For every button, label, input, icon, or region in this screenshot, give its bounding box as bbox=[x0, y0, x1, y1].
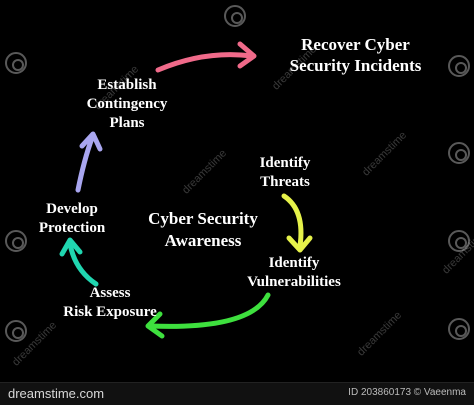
arrow-vulnerabilities-to-assess bbox=[147, 292, 271, 329]
node-identify-threats: Identify Threats bbox=[240, 154, 330, 192]
footer-image-id: ID 203860173 © Vaeenma bbox=[348, 387, 466, 398]
node-establish-plans: Establish Contingency Plans bbox=[74, 76, 180, 133]
node-label-line: Identify bbox=[259, 155, 311, 171]
node-label-line: Recover Cyber bbox=[301, 35, 410, 54]
node-label-line: Threats bbox=[260, 174, 310, 190]
watermark-spiral-icon bbox=[5, 320, 27, 342]
center-label: Cyber Security Awareness bbox=[128, 208, 278, 252]
watermark-spiral-icon bbox=[448, 230, 470, 252]
node-label-line: Develop bbox=[46, 201, 98, 217]
node-recover: Recover Cyber Security Incidents bbox=[268, 34, 443, 76]
node-label-line: Identify bbox=[268, 255, 320, 271]
node-assess-risk: Assess Risk Exposure bbox=[52, 284, 168, 322]
watermark-footer: dreamstime.com ID 203860173 © Vaeenma bbox=[0, 382, 474, 405]
arrow-vulnerabilities-to-assess-head bbox=[145, 311, 165, 339]
node-label-line: Assess bbox=[89, 285, 131, 301]
watermark-spiral-icon bbox=[224, 5, 246, 27]
node-label-line: Risk Exposure bbox=[63, 304, 157, 320]
node-label-line: Contingency bbox=[86, 96, 168, 112]
arrow-establish-to-recover-head bbox=[237, 41, 257, 69]
arrow-threats-to-vulnerabilities-head bbox=[286, 235, 313, 253]
arrow-develop-to-establish bbox=[75, 135, 95, 193]
node-label-line: Plans bbox=[109, 115, 145, 131]
node-label-line: Vulnerabilities bbox=[247, 274, 341, 290]
watermark-spiral-icon bbox=[448, 142, 470, 164]
node-label-line: Security Incidents bbox=[289, 56, 422, 75]
arrow-threats-to-vulnerabilities bbox=[281, 193, 304, 249]
arrow-assess-to-develop-head bbox=[59, 237, 83, 257]
watermark-spiral-icon bbox=[5, 230, 27, 252]
center-label-line: Cyber Security bbox=[148, 209, 258, 228]
node-label-line: Protection bbox=[38, 220, 106, 236]
arrow-assess-to-develop bbox=[67, 241, 99, 287]
node-identify-vulnerabilities: Identify Vulnerabilities bbox=[230, 254, 358, 292]
arrow-develop-to-establish-head bbox=[79, 131, 103, 152]
center-label-line: Awareness bbox=[164, 231, 242, 250]
footer-logo: dreamstime.com bbox=[8, 386, 105, 401]
watermark-spiral-icon bbox=[5, 52, 27, 74]
watermark-spiral-icon bbox=[448, 318, 470, 340]
watermark-spiral-icon bbox=[448, 55, 470, 77]
node-label-line: Establish bbox=[97, 77, 157, 93]
node-develop-protection: Develop Protection bbox=[30, 200, 114, 238]
arrow-establish-to-recover bbox=[155, 52, 255, 73]
